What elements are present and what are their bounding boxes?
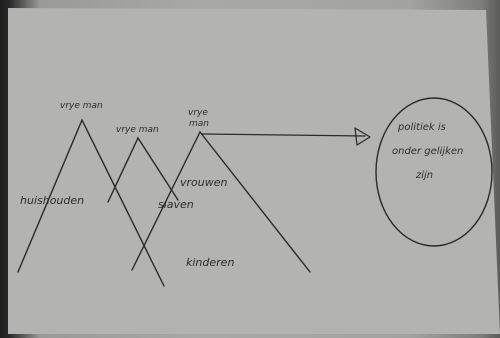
peak-label-middle: vrye man	[116, 125, 159, 135]
mountain-middle	[107, 136, 179, 203]
bubble-circle	[375, 97, 493, 247]
peak-label-right-line2: man	[189, 119, 209, 129]
arrow-line	[201, 133, 366, 137]
peak-label-right-line1: vrye	[188, 108, 208, 118]
mountain-left	[17, 118, 165, 287]
group-label-vrouwen: vrouwen	[180, 176, 227, 189]
paper-sheet	[8, 8, 500, 334]
bubble-line-3: zijn	[415, 170, 433, 181]
bubble-line-1: politiek is	[397, 122, 446, 133]
mountain-right	[131, 130, 311, 273]
bubble-line-2: onder gelijken	[392, 146, 463, 157]
group-label-huishouden: huishouden	[20, 194, 84, 207]
group-label-slaven: slaven	[158, 198, 194, 211]
peak-label-left: vrye man	[60, 101, 103, 111]
group-label-kinderen: kinderen	[186, 256, 234, 269]
arrow-head-icon	[354, 127, 371, 146]
